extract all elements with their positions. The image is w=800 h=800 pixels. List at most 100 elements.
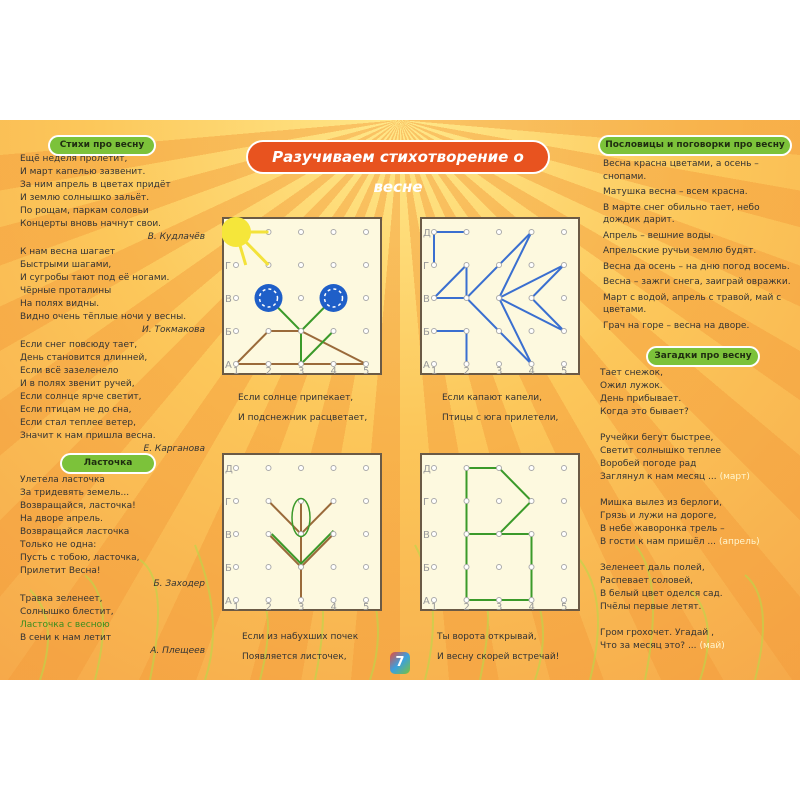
peg [363,597,369,603]
peg [233,597,239,603]
peg [265,465,272,471]
peg [463,361,470,367]
riddle-line: Зеленеет даль полей, [600,562,792,575]
peg [233,295,239,301]
proverb: Март с водой, апрель с травой, май с цве… [603,292,782,316]
proverb: Апрель – вешние воды. [603,230,714,241]
peg [298,328,304,334]
peg [528,564,535,570]
riddle-text: В белый цвет оделся сад. [600,589,723,599]
row-label: Б [423,563,430,574]
row-label: Г [225,261,231,272]
grass-blade [689,589,709,680]
poem-line: И сугробы тают под её ногами. [20,273,170,283]
riddles-list: Тает снежок, Ожил лужок.День прибывает. Ко… [600,367,792,666]
peg [496,328,502,334]
poem-line: Видно очень тёплые ночи у весны. [20,312,187,322]
page-number-badge: 7 [390,652,410,674]
poem-line: По рощам, паркам соловьи [20,206,149,216]
proverb: Весна да осень – на дню погод восемь. [603,261,790,272]
caption-line: Если солнце припекает, [238,393,354,403]
poem-line: Только не одна: [20,540,97,550]
peg [528,465,535,471]
peg [528,229,535,235]
poem-line: Если снег повсюду тает, [20,340,138,350]
page-spread: Разучиваем стихотворение о весне Стихи п… [0,120,800,680]
poem-line: И землю солнышко зальёт. [20,193,150,203]
peg [431,361,437,367]
spring-poems: Ещё неделя пролетит,И март капелью зазве… [20,153,205,458]
rubber-band [465,467,533,535]
riddle-answer: (март) [719,472,750,482]
peg [463,229,470,235]
row-label: Д [423,464,431,475]
col-label: 2 [266,366,272,375]
peg [431,295,437,301]
riddle-text: Гром грохочет. Угадай , [600,628,714,638]
peg [496,361,502,367]
poem-line: День становится длинней, [20,353,148,363]
riddle-line: Мишка вылез из берлоги, [600,497,792,510]
riddle-text: Тает снежок, [600,368,663,378]
riddle-line: В белый цвет оделся сад. [600,588,792,601]
proverbs-list: Весна красна цветами, а осень – снопами.… [603,158,795,335]
grass-blade [29,589,49,680]
peg [496,498,502,504]
poem-line: Ласточка с весною [20,620,110,630]
grass-blade [84,574,104,680]
poem-line: За ним апрель в цветах придёт [20,180,171,190]
peg [363,465,369,471]
riddle-text: Ручейки бегут быстрее, [600,433,714,443]
peg [561,229,567,235]
peg [298,229,304,235]
rubber-band [267,297,335,367]
peg [561,465,567,471]
poem-line: Быстрыми шагами, [20,260,112,270]
peg [528,597,535,603]
flower-icon [319,284,348,312]
peg [561,361,567,367]
riddle-line: Грязь и лужи на дороге, [600,510,792,523]
peg [561,564,567,570]
riddle-line: Ожил лужок. [600,380,792,393]
grass-blade [139,559,159,680]
peg [233,361,239,367]
row-label: А [423,596,430,607]
riddle-line: В гости к нам пришёл ...(апрель) [600,536,792,549]
caption-board-2: Если капают капели,Птицы с юга прилетели… [442,388,612,428]
peg [233,531,239,537]
riddle-text: Что за месяц это? ... [600,641,697,651]
flower-icon [254,284,283,312]
row-label: А [225,360,232,371]
poem: Если снег повсюду тает, День становится д… [20,339,205,456]
section-title-riddles: Загадки про весну [648,348,758,365]
peg [431,597,437,603]
section-title-spring-poems: Стихи про весну [50,137,154,154]
riddle: Тает снежок, Ожил лужок.День прибывает. Ко… [600,367,792,419]
peg [330,564,337,570]
peg [363,262,369,268]
riddle-text: Грязь и лужи на дороге, [600,511,717,521]
peg [298,262,304,268]
riddle-line: Когда это бывает? [600,406,792,419]
poem: Травка зеленеет,Солнышко блестит,Ласточк… [20,593,205,658]
poem-author: Б. Заходер [153,579,206,589]
peg [463,597,470,603]
proverb: Весна красна цветами, а осень – снопами. [603,159,759,182]
poem-line: И в полях звенит ручей, [20,379,135,389]
peg [298,361,304,367]
poem-line: Улетела ласточка [20,475,105,485]
caption-line: Птицы с юга прилетели, [442,413,559,423]
row-label: В [423,530,430,541]
row-label: А [225,596,232,607]
col-label: 2 [464,602,470,611]
peg [463,498,470,504]
peg [496,262,502,268]
row-label: Д [423,228,431,239]
peg [330,597,337,603]
poem-line: Если птицам не до сна, [20,405,132,415]
riddle-text: День прибывает. [600,394,682,404]
